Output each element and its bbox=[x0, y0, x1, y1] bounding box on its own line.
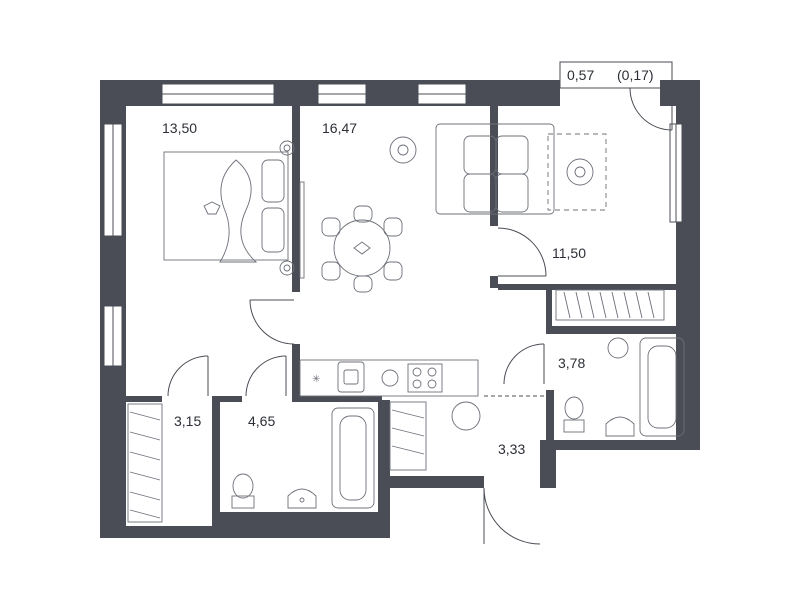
room-area-storage: 3,15 bbox=[174, 413, 201, 429]
washing-machine-icon bbox=[451, 401, 481, 431]
room-area-living: 11,50 bbox=[552, 245, 586, 261]
toilet-icon bbox=[231, 473, 255, 509]
door-swing-icon bbox=[503, 343, 545, 385]
bed-icon bbox=[163, 140, 305, 279]
dining-table-icon bbox=[321, 136, 417, 293]
sofa-icon bbox=[435, 123, 607, 215]
balcony-reduced-area-label: (0,17) bbox=[617, 67, 654, 83]
sink-icon bbox=[337, 361, 365, 393]
room-labels: 13,50 16,47 11,50 3,78 3,15 4,65 3,33 bbox=[162, 120, 586, 457]
room-area-bath-large: 3,78 bbox=[558, 355, 585, 371]
stove-icon bbox=[407, 363, 443, 393]
room-area-bathroom: 4,65 bbox=[248, 413, 275, 429]
balcony-area-label: 0,57 bbox=[567, 67, 594, 83]
wardrobe-icon bbox=[555, 289, 665, 321]
windows bbox=[103, 83, 683, 367]
room-area-kitchen-living: 16,47 bbox=[322, 120, 357, 136]
bathtub-icon bbox=[331, 407, 375, 509]
room-area-hall: 3,33 bbox=[498, 441, 525, 457]
storage-closet bbox=[127, 403, 163, 523]
svg-text:✳: ✳ bbox=[312, 374, 320, 385]
kitchen-counter: ✳ bbox=[299, 359, 479, 397]
washing-machine-icon bbox=[381, 369, 399, 387]
door-swing-icon bbox=[245, 355, 287, 397]
door-swing-icon bbox=[497, 227, 547, 277]
bath-3-78-furniture bbox=[563, 337, 685, 437]
door-swing-icon bbox=[249, 299, 295, 345]
room-area-bedroom: 13,50 bbox=[162, 120, 197, 136]
interior-walls bbox=[126, 106, 688, 526]
door-swing-icon bbox=[483, 487, 541, 545]
hall-wardrobe bbox=[389, 401, 481, 471]
doors bbox=[167, 227, 547, 545]
balcony: 0,57 (0,17) bbox=[559, 61, 673, 131]
outer-walls bbox=[100, 80, 700, 538]
sink-icon bbox=[287, 488, 317, 509]
door-swing-icon bbox=[167, 355, 209, 397]
